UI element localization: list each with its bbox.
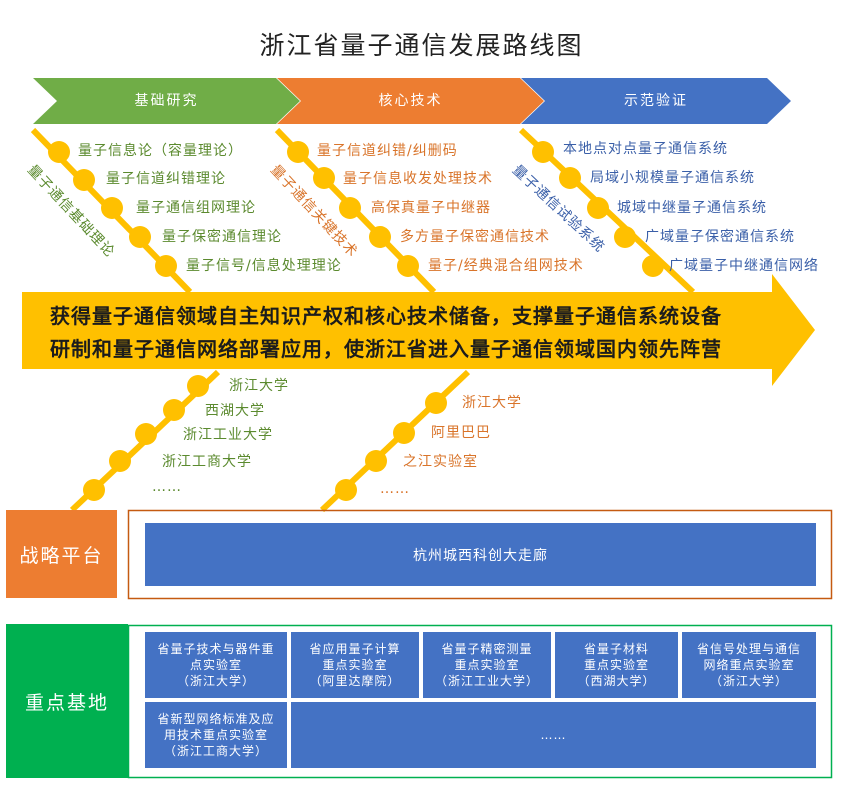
- phase-chevron-basic: [33, 78, 300, 124]
- track-dot: [642, 255, 664, 277]
- theory-item: 量子信道纠错理论: [106, 171, 226, 187]
- goal-banner-arrow: [22, 274, 815, 386]
- strategic-label: 战略平台: [19, 544, 104, 567]
- participant-dot: [187, 375, 209, 397]
- system-item: 广域量子中继通信网络: [669, 258, 819, 274]
- track-dot: [48, 141, 70, 163]
- bases-label: 重点基地: [24, 691, 109, 714]
- bases-label-box: [6, 624, 128, 778]
- participant-item: 西湖大学: [205, 403, 265, 419]
- system-item: 城域中继量子通信系统: [617, 200, 767, 216]
- track-dot: [369, 226, 391, 248]
- phase-label-demo: 示范验证: [624, 93, 688, 109]
- bases-frame: [127, 624, 833, 779]
- track-dot: [313, 167, 335, 189]
- theory-item: 量子保密通信理论: [162, 229, 282, 245]
- participant-item: 浙江工业大学: [183, 427, 273, 443]
- tech-item: 多方量子保密通信技术: [400, 229, 550, 245]
- tech-item: 量子信道纠错/纠删码: [317, 143, 458, 159]
- participant-ellipsis: ……: [152, 479, 182, 495]
- theory-item: 量子通信组网理论: [136, 200, 256, 216]
- participant-item: 浙江大学: [229, 378, 289, 394]
- tech-item: 高保真量子中继器: [371, 200, 491, 216]
- lab-cell: 省量子技术与器件重 点实验室 （浙江大学）: [145, 632, 287, 698]
- participant-dot: [425, 392, 447, 414]
- participant-dot: [335, 479, 357, 501]
- system-item: 局域小规模量子通信系统: [590, 170, 755, 186]
- track-dot: [397, 255, 419, 277]
- participant-item: 阿里巴巴: [431, 425, 491, 441]
- goal-statement: 获得量子通信领域自主知识产权和核心技术储备，支撑量子通信系统设备 研制和量子通信…: [50, 300, 770, 366]
- participant-dot: [83, 479, 105, 501]
- track-dot: [532, 141, 554, 163]
- strategic-frame: [127, 509, 833, 600]
- participant-dot: [393, 422, 415, 444]
- goal-line-2: 研制和量子通信网络部署应用，使浙江省进入量子通信领域国内领先阵营: [50, 337, 722, 361]
- phase-label-core: 核心技术: [378, 93, 443, 109]
- track-dot: [129, 226, 151, 248]
- participant-item: 浙江大学: [462, 395, 522, 411]
- track-dot: [101, 197, 123, 219]
- lab-cell: 省量子精密测量 重点实验室 （浙江工业大学）: [423, 632, 551, 698]
- phase-label-basic: 基础研究: [134, 93, 199, 109]
- participant-ellipsis: ……: [380, 481, 410, 497]
- track-dot: [287, 141, 309, 163]
- track-dot: [614, 226, 636, 248]
- track-dot: [339, 197, 361, 219]
- track-dot: [73, 169, 95, 191]
- page-title: 浙江省量子通信发展路线图: [259, 31, 584, 60]
- lab-cell: 省新型网络标准及应 用技术重点实验室 （浙江工商大学）: [145, 702, 287, 768]
- system-item: 广域量子保密通信系统: [645, 229, 795, 245]
- phase-chevron-core: [277, 78, 544, 124]
- theory-item: 量子信息论（容量理论）: [78, 143, 243, 159]
- lab-cell: 省量子材料 重点实验室 （西湖大学）: [555, 632, 678, 698]
- participant-dot: [109, 450, 131, 472]
- lab-cell: 省信号处理与通信 网络重点实验室 （浙江大学）: [682, 632, 816, 698]
- track-dot: [587, 197, 609, 219]
- track-dot: [559, 167, 581, 189]
- goal-line-1: 获得量子通信领域自主知识产权和核心技术储备，支撑量子通信系统设备: [50, 304, 722, 328]
- tech-item: 量子信息收发处理技术: [343, 171, 493, 187]
- strategic-platform-box: [145, 523, 816, 586]
- strategic-label-box: [6, 510, 117, 598]
- system-item: 本地点对点量子通信系统: [563, 141, 728, 157]
- lab-cell-more: ……: [291, 702, 816, 768]
- track-dot: [155, 255, 177, 277]
- participant-dot: [135, 423, 157, 445]
- participant-dot: [163, 399, 185, 421]
- phase-chevron-demo: [521, 78, 791, 124]
- participant-item: 之江实验室: [403, 454, 478, 470]
- lab-cell: 省应用量子计算 重点实验室 （阿里达摩院）: [291, 632, 419, 698]
- strategic-platform: 杭州城西科创大走廊: [413, 547, 548, 564]
- theory-item: 量子信号/信息处理理论: [186, 258, 342, 274]
- participant-item: 浙江工商大学: [162, 454, 252, 470]
- participant-dot: [365, 450, 387, 472]
- tech-item: 量子/经典混合组网技术: [428, 258, 584, 274]
